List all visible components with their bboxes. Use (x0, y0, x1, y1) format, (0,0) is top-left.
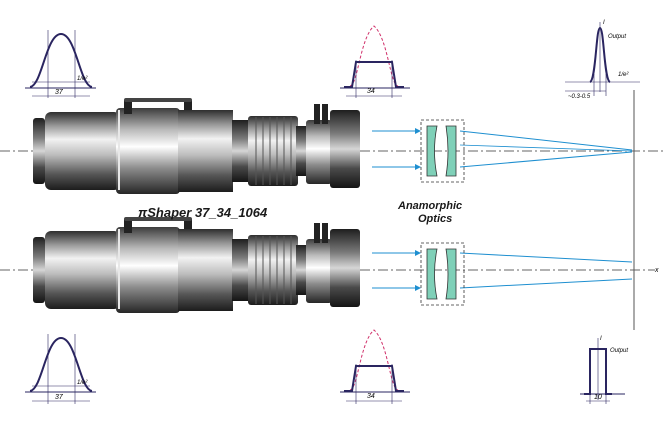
device-label: πShaper 37_34_1064 (138, 205, 268, 220)
anamorphic-lens-pair-bottom (420, 242, 465, 306)
input-top-width-label: 37 (55, 89, 64, 96)
profile-input-bottom: 37 1/e² (25, 334, 96, 404)
profile-mid-bottom: 34 (340, 329, 410, 404)
input-bottom-width-label: 37 (55, 394, 64, 401)
output-top-level-label: 1/e² (618, 72, 629, 78)
optics-label-line1: Anamorphic (397, 200, 462, 212)
beam-path-bottom (372, 242, 633, 306)
output-bottom-axis-label: I (600, 336, 602, 342)
profile-input-top: 37 1/e² (25, 30, 96, 98)
output-bottom-title: Output (610, 348, 628, 354)
axis-x-mark: x (654, 267, 659, 274)
optics-label-line2: Optics (418, 213, 452, 225)
beam-shaper-device-bottom (0, 217, 655, 313)
profile-mid-top: 34 (340, 25, 410, 98)
anamorphic-lens-pair-top (420, 119, 465, 183)
output-top-width-label: ~0.3-0.5 (568, 94, 591, 100)
output-top-title: Output (608, 34, 626, 40)
beam-path-top (372, 119, 633, 183)
beam-shaper-device-top (0, 98, 664, 194)
input-top-level-label: 1/e² (77, 76, 88, 82)
mid-top-width-label: 34 (367, 88, 375, 95)
output-bottom-width-label: 10 (594, 394, 602, 401)
profile-output-bottom: I Output 10 (580, 336, 628, 404)
input-bottom-level-label: 1/e² (77, 380, 88, 386)
profile-output-top: I Output 1/e² ~0.3-0.5 (565, 20, 640, 100)
mid-bottom-width-label: 34 (367, 393, 375, 400)
output-top-axis-label: I (603, 20, 605, 26)
